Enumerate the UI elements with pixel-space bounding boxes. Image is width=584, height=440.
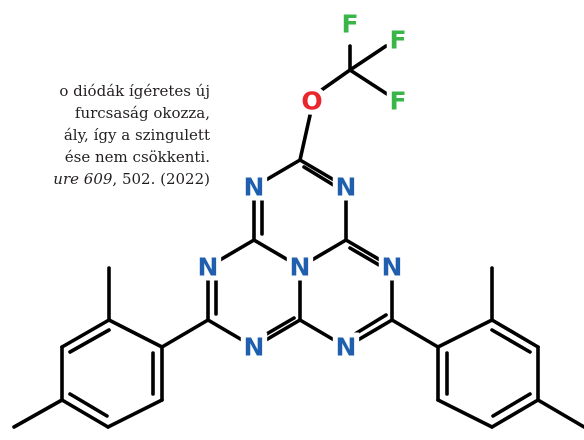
svg-text:N: N (336, 333, 357, 362)
bond-left-d2 (68, 392, 109, 418)
svg-text:N: N (290, 253, 311, 282)
caption-line-1: o diódák ígéretes új (59, 82, 210, 100)
bond-right-d2 (491, 392, 532, 418)
bond-ring-e (252, 238, 302, 269)
svg-text:F: F (341, 10, 358, 39)
bond-ring-k (206, 318, 256, 349)
svg-text:N: N (290, 253, 311, 282)
citation-journal: ure 609 (53, 170, 113, 188)
bond-left-b2 (68, 328, 111, 354)
atom-labels: F F F F F F O O N N N N (193, 5, 412, 367)
bond-ring-b (298, 158, 348, 189)
bond-ring-h2 (348, 246, 388, 271)
bond-ring-b2 (302, 165, 342, 191)
bond-ring-h (344, 238, 394, 269)
atom-f1: F F (336, 5, 363, 44)
bond-c-f3 (348, 68, 389, 96)
svg-text:N: N (198, 253, 219, 282)
bond-right-a (436, 318, 494, 349)
bond-ring-a (252, 158, 302, 189)
bond-right-methyl-2 (536, 398, 584, 429)
atom-n4: N N (285, 248, 316, 287)
bond-left-e (106, 398, 164, 429)
bond-o-c (298, 100, 315, 162)
atom-f3: F F (384, 82, 411, 121)
bond-ring-l2 (348, 313, 388, 339)
bond-ring-n2 (256, 316, 296, 341)
atom-o: O O (296, 82, 327, 121)
caption-line-2: furcsaság okozza, (74, 104, 210, 122)
svg-text:F: F (389, 26, 406, 55)
bond-ring-l (344, 318, 394, 349)
svg-text:N: N (244, 333, 265, 362)
bond-right-link (390, 318, 440, 349)
bond-left-b (60, 318, 111, 349)
bond-right-b2 (490, 328, 532, 354)
atom-n5: N N (377, 248, 408, 287)
bond-c-f2 (348, 44, 388, 72)
svg-text:F: F (389, 87, 406, 116)
svg-text:N: N (336, 173, 357, 202)
bond-left-methyl-2 (12, 398, 64, 429)
caption-line-4: ése nem csökkenti. (64, 148, 210, 166)
atom-n1: N N (239, 168, 270, 207)
bond-lines (12, 44, 584, 429)
bond-ring-o (298, 318, 348, 349)
svg-text:O: O (301, 87, 322, 116)
atom-n2: N N (331, 168, 362, 207)
bond-right-e (436, 398, 494, 429)
svg-text:N: N (336, 173, 357, 202)
svg-text:N: N (244, 333, 265, 362)
bond-ring-n (252, 318, 302, 349)
svg-text:O: O (301, 87, 322, 116)
bond-c-o (311, 68, 352, 98)
atom-n3: N N (193, 248, 224, 287)
bond-ring-f (298, 238, 348, 269)
bond-left-link (160, 318, 210, 349)
svg-text:N: N (336, 333, 357, 362)
svg-text:N: N (244, 173, 265, 202)
citation-line: ure 609, 502. (2022) (53, 172, 210, 187)
bond-left-d (60, 398, 110, 429)
svg-text:N: N (382, 253, 403, 282)
atom-n7: N N (331, 328, 362, 367)
bond-ring-g (206, 238, 256, 269)
bond-left-a (107, 318, 164, 349)
svg-text:N: N (382, 253, 403, 282)
caption-line-3: ály, így a szingulett (63, 126, 210, 144)
bond-right-d (490, 398, 540, 429)
svg-text:N: N (198, 253, 219, 282)
atom-n6: N N (239, 328, 270, 367)
bond-right-b (490, 318, 540, 349)
atom-f2: F F (384, 21, 411, 60)
svg-text:N: N (244, 173, 265, 202)
citation-rest: , 502. (2022) (112, 170, 210, 188)
